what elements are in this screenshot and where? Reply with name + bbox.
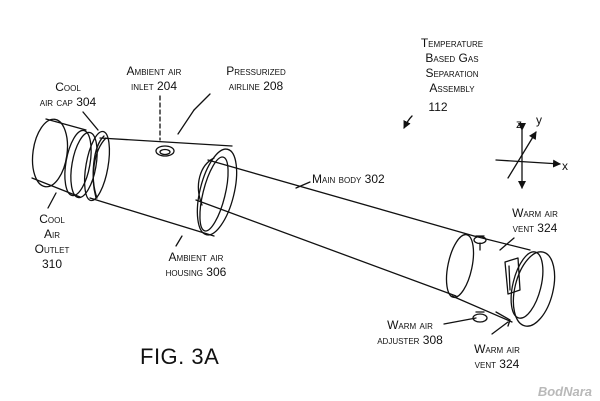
axis-z-label: z — [516, 117, 522, 131]
label-warm-air-adjuster: Warm air adjuster 308 — [377, 318, 443, 347]
axis-y-label: y — [536, 113, 542, 127]
main-body-tube — [195, 157, 475, 297]
cool-air-cap — [31, 118, 111, 202]
coordinate-axes — [495, 123, 561, 189]
leader-lines — [47, 93, 515, 335]
label-cool-air-outlet: Cool Air Outlet 310 — [34, 212, 70, 271]
label-cool-air-cap: Cool air cap 304 — [39, 80, 97, 109]
label-main-body: Main body 302 — [312, 172, 385, 186]
label-ambient-air-inlet: Ambient air inlet 204 — [126, 64, 182, 93]
label-assembly-ref: 112 — [428, 100, 448, 114]
axis-x-label: x — [562, 159, 568, 173]
label-pressurized-airline: Pressurized airline 208 — [226, 64, 286, 93]
watermark-logo: BodNara — [537, 384, 592, 399]
label-ambient-air-housing: Ambient air housing 306 — [165, 250, 227, 279]
label-warm-air-vent-bottom: Warm air vent 324 — [474, 342, 520, 371]
label-assembly: Temperature Based Gas Separation Assembl… — [420, 36, 484, 95]
ambient-air-inlet-port — [155, 145, 175, 157]
warm-air-end-housing — [445, 233, 556, 327]
figure-title: FIG. 3A — [140, 344, 220, 369]
label-warm-air-vent-top: Warm air vent 324 — [512, 206, 558, 235]
ambient-air-housing — [89, 137, 238, 237]
